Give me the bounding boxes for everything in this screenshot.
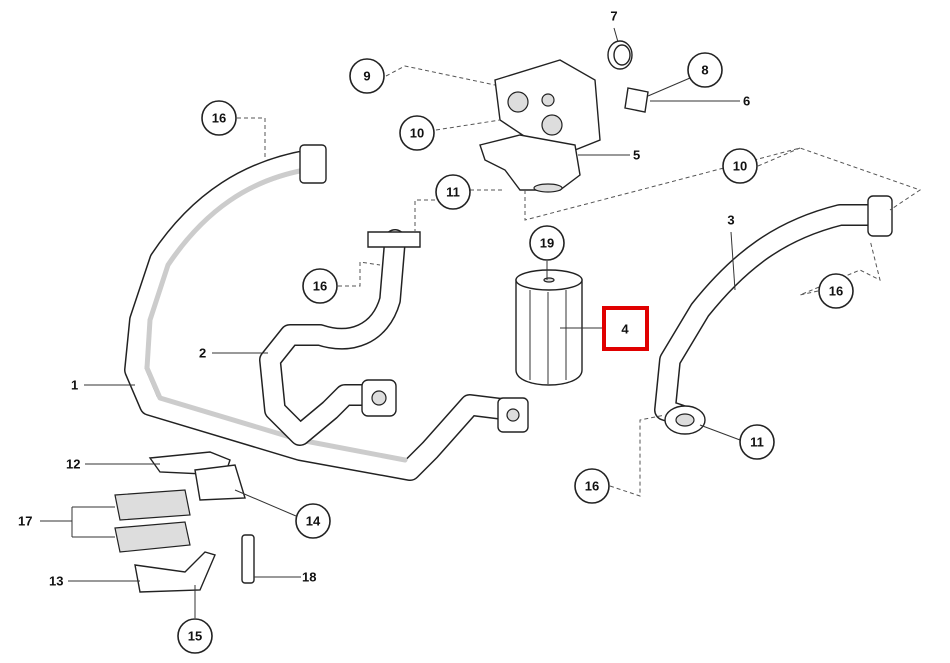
svg-text:12: 12 <box>66 457 80 472</box>
callout-11[interactable]: 11 <box>435 174 471 210</box>
callout-9[interactable]: 9 <box>349 58 385 94</box>
connector-18[interactable] <box>241 534 255 584</box>
svg-text:16: 16 <box>212 111 226 126</box>
callout-7[interactable]: 7 <box>610 9 617 24</box>
svg-text:16: 16 <box>313 279 327 294</box>
callout-16[interactable]: 16 <box>818 273 854 309</box>
svg-text:16: 16 <box>829 284 843 299</box>
callout-16[interactable]: 16 <box>302 268 338 304</box>
callout-14[interactable]: 14 <box>295 503 331 539</box>
pipe-3-flange-top <box>867 195 893 237</box>
callout-15[interactable]: 15 <box>177 618 213 654</box>
callout-16[interactable]: 16 <box>574 468 610 504</box>
svg-text:10: 10 <box>410 126 424 141</box>
pipe-1[interactable] <box>124 144 529 481</box>
callout-11[interactable]: 11 <box>739 424 775 460</box>
svg-text:18: 18 <box>302 570 316 585</box>
svg-text:7: 7 <box>610 9 617 24</box>
svg-text:9: 9 <box>363 69 370 84</box>
svg-text:11: 11 <box>750 435 764 450</box>
callout-5[interactable]: 5 <box>633 148 640 163</box>
svg-text:14: 14 <box>306 514 321 529</box>
svg-text:2: 2 <box>199 346 206 361</box>
callout-4-highlighted[interactable]: 4 <box>602 306 649 351</box>
filter-housing[interactable] <box>479 59 601 193</box>
svg-text:5: 5 <box>633 148 640 163</box>
pipe-2-flange-top <box>367 231 421 248</box>
callout-6[interactable]: 6 <box>743 94 750 109</box>
callout-10[interactable]: 10 <box>399 115 435 151</box>
svg-text:11: 11 <box>446 185 460 200</box>
callout-8[interactable]: 8 <box>687 52 723 88</box>
leader-lines <box>40 27 922 618</box>
callout-18[interactable]: 18 <box>302 570 316 585</box>
clamp-17-upper[interactable] <box>114 489 191 521</box>
bracket-14[interactable] <box>194 464 246 501</box>
svg-text:4: 4 <box>621 322 629 337</box>
svg-text:17: 17 <box>18 514 32 529</box>
callout-12[interactable]: 12 <box>66 457 80 472</box>
svg-text:10: 10 <box>733 159 747 174</box>
clamp-17-lower[interactable] <box>114 521 191 553</box>
pipe-3[interactable] <box>654 195 893 435</box>
svg-text:16: 16 <box>585 479 599 494</box>
sleeve-6[interactable] <box>624 87 649 113</box>
callout-17[interactable]: 17 <box>18 514 32 529</box>
callout-16[interactable]: 16 <box>201 100 237 136</box>
svg-text:3: 3 <box>727 213 734 228</box>
callout-2[interactable]: 2 <box>199 346 206 361</box>
svg-text:8: 8 <box>701 63 708 78</box>
svg-text:13: 13 <box>49 574 63 589</box>
svg-text:6: 6 <box>743 94 750 109</box>
callout-3[interactable]: 3 <box>727 213 734 228</box>
svg-text:15: 15 <box>188 629 202 644</box>
callout-10[interactable]: 10 <box>722 148 758 184</box>
highlight-box <box>602 306 649 351</box>
pipe-2[interactable] <box>259 229 421 446</box>
pipe-1-flange-top <box>299 144 327 184</box>
svg-text:1: 1 <box>71 378 78 393</box>
callout-1[interactable]: 1 <box>71 378 78 393</box>
oil-filter-4[interactable] <box>515 269 583 386</box>
svg-text:19: 19 <box>540 236 554 251</box>
callout-19[interactable]: 19 <box>529 225 565 261</box>
bracket-13[interactable] <box>134 551 216 593</box>
callout-13[interactable]: 13 <box>49 574 63 589</box>
